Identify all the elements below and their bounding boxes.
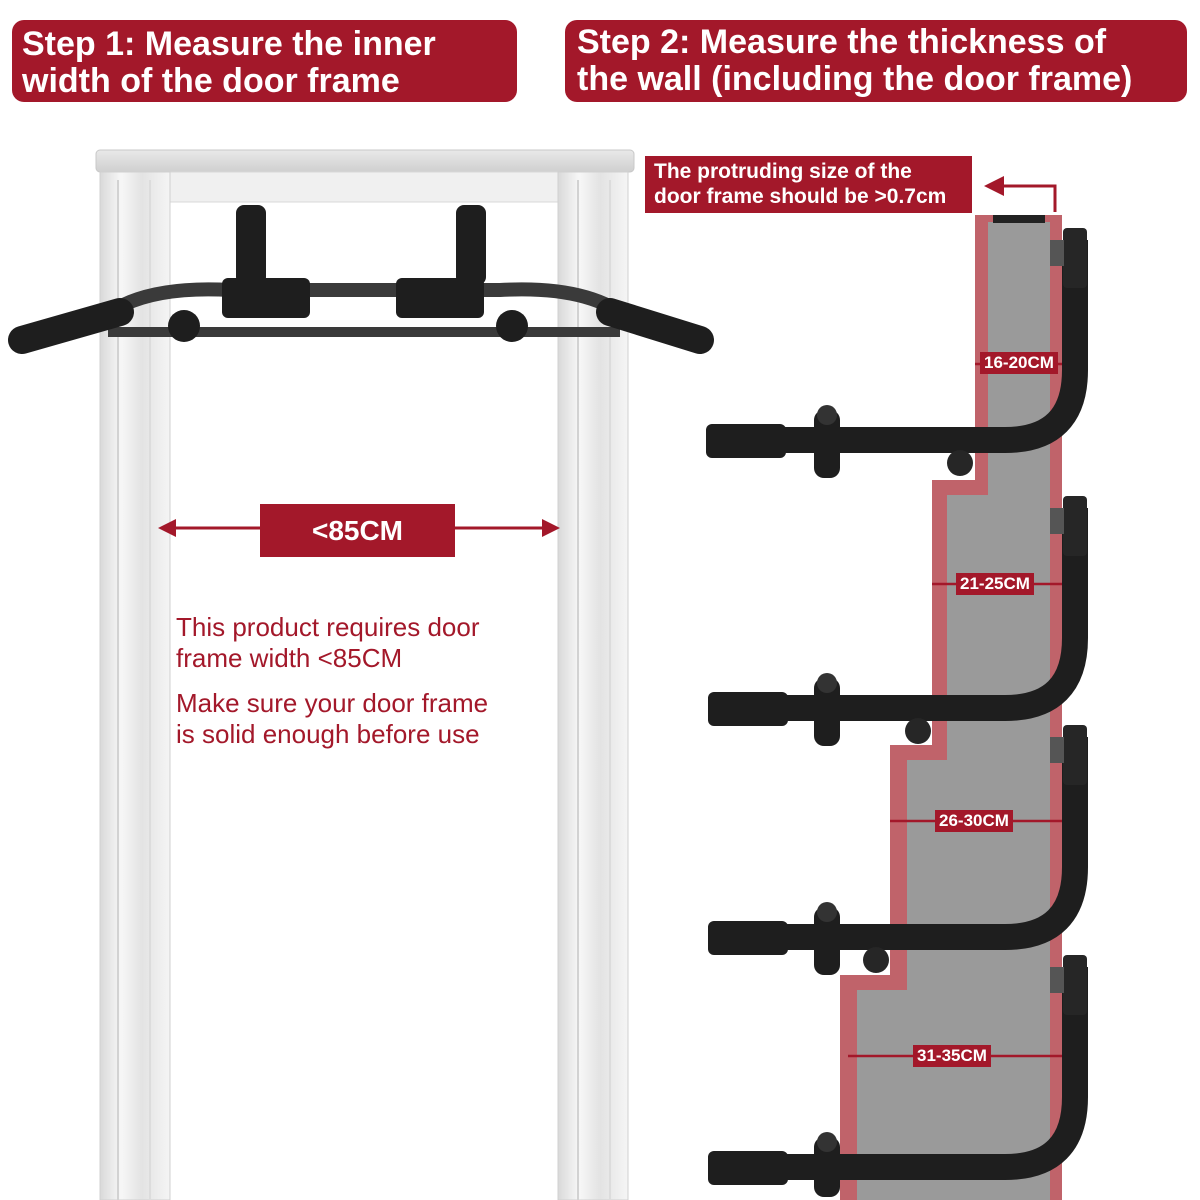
door-width-label: <85CM (260, 504, 455, 557)
bar-profile-3 (708, 725, 1088, 975)
step1-title-line2: width of the door frame (22, 61, 400, 100)
width-arrow (158, 519, 560, 537)
step2-banner: Step 2: Measure the thickness of the wal… (565, 20, 1187, 102)
thickness-label-1: 16-20CM (980, 352, 1058, 375)
thickness-label-3: 26-30CM (935, 810, 1013, 833)
step1-title-line1: Step 1: Measure the inner (22, 25, 436, 63)
door-frame (95, 149, 635, 1200)
safety-note: Make sure your door frame is solid enoug… (176, 688, 556, 749)
step2-title-line2: the wall (including the door frame) (577, 59, 1133, 98)
protrusion-line1: The protruding size of the (654, 160, 912, 183)
protrusion-arrow (984, 176, 1057, 212)
safety-line2: is solid enough before use (176, 718, 480, 749)
bar-profile-4 (708, 955, 1088, 1197)
requirement-note: This product requires door frame width <… (176, 612, 556, 673)
requirement-line2: frame width <85CM (176, 642, 403, 673)
step1-banner: Step 1: Measure the inner width of the d… (12, 20, 517, 102)
thickness-label-4: 31-35CM (913, 1045, 991, 1068)
bar-profile-2 (708, 496, 1088, 746)
pull-up-bar (8, 205, 714, 354)
protrusion-callout: The protruding size of the door frame sh… (645, 156, 972, 213)
step2-title-line1: Step 2: Measure the thickness of (577, 23, 1107, 61)
safety-line1: Make sure your door frame (176, 688, 489, 718)
bar-profile-1 (706, 228, 1088, 478)
requirement-line1: This product requires door (176, 612, 480, 642)
thickness-label-2: 21-25CM (956, 573, 1034, 596)
protrusion-line2: door frame should be >0.7cm (654, 184, 947, 208)
